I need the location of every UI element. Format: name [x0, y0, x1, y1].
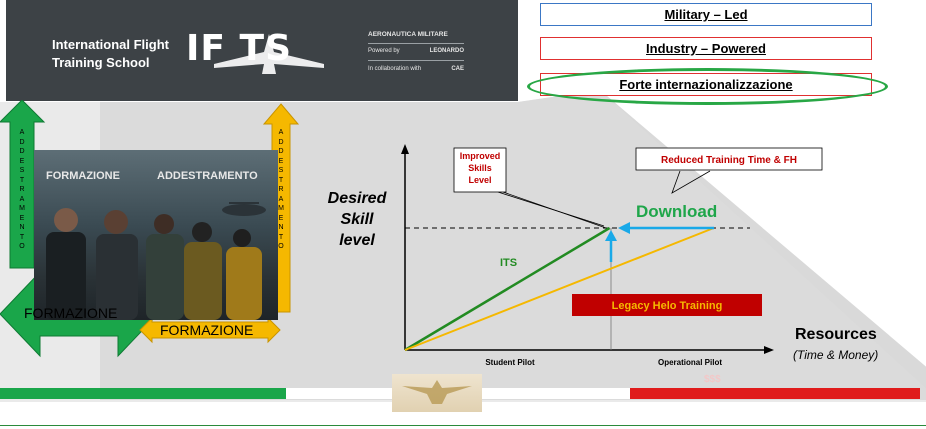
download-arrow-icon	[618, 222, 630, 234]
vertical-letter: D	[278, 138, 284, 146]
vertical-letter: R	[19, 186, 25, 193]
powered-by-value: LEONARDO	[429, 48, 464, 54]
powered-by-label: Powered by	[368, 48, 400, 54]
vertical-letter: E	[19, 157, 25, 165]
callout-line	[671, 170, 711, 194]
x-category-student: Student Pilot	[485, 358, 535, 367]
improved-skills-box	[453, 147, 507, 193]
reduced-time-box	[635, 147, 823, 171]
divider	[368, 60, 464, 61]
training-photo: FORMAZIONE ADDESTRAMENTO	[34, 150, 278, 320]
divider	[368, 43, 464, 44]
improved-skills-line2: Skills	[468, 163, 492, 173]
collab-value: CAE	[451, 66, 464, 72]
vertical-letter: A	[19, 129, 25, 136]
vertical-letter: E	[278, 157, 284, 165]
download-label: Download	[636, 202, 717, 221]
x-label: Resources	[795, 326, 877, 343]
money-label: $$$	[704, 374, 721, 385]
vertical-letter: T	[19, 176, 25, 184]
photo-title-left: FORMAZIONE	[46, 170, 120, 182]
legacy-label: Legacy Helo Training	[612, 300, 723, 312]
small-arrow-label: FORMAZIONE	[160, 322, 254, 338]
vertical-letter: O	[19, 243, 25, 250]
vertical-letter: D	[19, 148, 25, 155]
its-label: ITS	[500, 257, 517, 269]
vertical-letter: M	[19, 205, 25, 212]
vertical-letter: T	[19, 233, 25, 241]
series-line-legacy	[404, 227, 715, 351]
vertical-letter: D	[278, 148, 284, 155]
small-horizontal-arrow	[139, 316, 281, 344]
school-banner: International Flight Training School IF …	[6, 0, 518, 101]
x-label-sub: (Time & Money)	[793, 348, 878, 362]
reduced-time-label: Reduced Training Time & FH	[661, 155, 797, 166]
air-force-emblem-icon	[392, 374, 482, 412]
y-label-line1: Desired	[328, 190, 388, 207]
x-axis-arrow-icon	[764, 346, 774, 354]
school-name: International Flight Training School	[52, 37, 169, 70]
collab-label: In collaboration with	[368, 66, 422, 72]
vertical-letter: M	[278, 205, 284, 212]
pillar-military: Military – Led	[540, 3, 872, 26]
improve-arrow-icon	[605, 230, 617, 241]
vertical-letter: A	[278, 195, 284, 203]
highlight-ellipse	[527, 68, 888, 105]
vertical-letter: O	[278, 243, 284, 250]
improved-skills-line1: Improved	[460, 151, 501, 161]
org-name: AERONAUTICA MILITARE	[368, 31, 448, 38]
improved-skills-line3: Level	[468, 175, 491, 185]
photo-title-right: ADDESTRAMENTO	[157, 170, 258, 182]
vertical-letter: T	[278, 176, 284, 184]
flag-stripe-green	[0, 388, 286, 399]
vertical-letter: R	[278, 186, 284, 193]
bottom-rule	[0, 425, 926, 426]
vertical-letter: A	[19, 195, 25, 203]
y-label-line3: level	[339, 232, 375, 249]
legacy-label-box	[572, 294, 762, 316]
vertical-letter: D	[19, 138, 25, 146]
x-category-operational: Operational Pilot	[658, 358, 722, 367]
vertical-letter: E	[19, 214, 25, 222]
vertical-letter: A	[278, 129, 284, 136]
y-label-line2: Skill	[341, 211, 374, 228]
vertical-letter: T	[278, 233, 284, 241]
big-arrow-label: FORMAZIONE	[24, 305, 118, 321]
callout-line	[497, 191, 605, 227]
vertical-letter: E	[278, 214, 284, 222]
jet-silhouette-icon	[214, 34, 324, 74]
pillar-industry: Industry – Powered	[540, 37, 872, 60]
vertical-letter: N	[278, 224, 284, 231]
vertical-letter: S	[19, 167, 25, 174]
y-axis-arrow-icon	[401, 144, 409, 154]
flag-stripe-red	[630, 388, 920, 399]
people-silhouette-icon	[46, 202, 266, 320]
left-vertical-arrow	[0, 100, 46, 269]
vertical-letter: N	[19, 224, 25, 231]
series-line-its	[404, 226, 611, 352]
vertical-letter: S	[278, 167, 284, 174]
